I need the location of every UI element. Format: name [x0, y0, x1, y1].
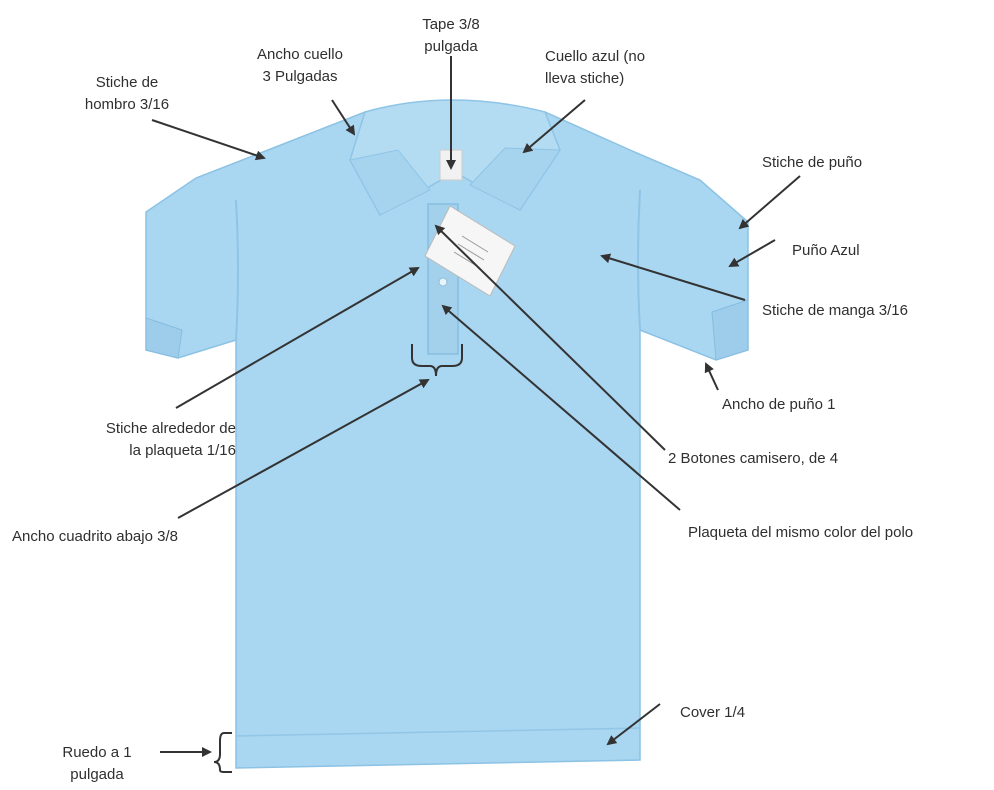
label-tape-line2: pulgada [424, 38, 478, 55]
label-stiche-hombro: Stiche de hombro 3/16 [62, 72, 192, 116]
label-stiche-manga-text: Stiche de manga 3/16 [762, 302, 908, 319]
arrow-puno-azul [728, 239, 776, 268]
label-stiche-hombro-line1: Stiche de [95, 74, 159, 91]
label-tape-line1: Tape 3/8 [422, 16, 480, 33]
hang-tag [424, 205, 516, 297]
label-stiche-hombro-line2: hombro 3/16 [84, 96, 170, 113]
arrow-stiche-hombro [151, 119, 266, 161]
label-botones-text: 2 Botones camisero, de 4 [668, 450, 839, 467]
label-ancho-puno: Ancho de puño 1 [722, 394, 835, 416]
label-stiche-puno-text: Stiche de puño [762, 154, 863, 171]
arrow-ancho-puno [704, 362, 719, 391]
label-cuello-azul-line2: lleva stiche) [545, 70, 625, 87]
plaqueta-brace [411, 344, 463, 377]
label-cover: Cover 1/4 [680, 702, 745, 724]
label-ruedo: Ruedo a 1 pulgada [42, 742, 152, 786]
pointer-arrows [151, 56, 801, 757]
right-cuff [711, 299, 749, 361]
label-ancho-cuello-line1: Ancho cuello [257, 46, 343, 63]
label-cuello-azul-line1: Cuello azul (no [545, 48, 646, 65]
label-tape: Tape 3/8 pulgada [396, 14, 506, 58]
label-ancho-cuadrito: Ancho cuadrito abajo 3/8 [12, 526, 178, 548]
arrow-plaqueta [441, 304, 681, 511]
label-stiche-manga: Stiche de manga 3/16 [762, 300, 908, 322]
left-cuff [145, 317, 183, 359]
label-ancho-cuadrito-text: Ancho cuadrito abajo 3/8 [12, 528, 178, 545]
right-sleeve-seam [637, 189, 641, 331]
label-puno-azul: Puño Azul [792, 240, 860, 262]
label-plaqueta: Plaqueta del mismo color del polo [688, 522, 913, 544]
label-cover-text: Cover 1/4 [680, 704, 746, 721]
arrow-ancho-cuello [331, 99, 356, 136]
label-ancho-cuello-line2: 3 Pulgadas [262, 68, 338, 85]
label-botones: 2 Botones camisero, de 4 [668, 448, 838, 470]
arrow-stiche-puno [738, 175, 801, 230]
button-2 [438, 277, 448, 287]
collar-left-point [349, 149, 431, 216]
arrow-cuello-azul [522, 99, 586, 154]
label-ruedo-line1: Ruedo a 1 [62, 744, 132, 761]
label-stiche-plaqueta-line2: la plaqueta 1/16 [129, 442, 236, 459]
arrow-stiche-plaqueta [175, 266, 420, 409]
label-ancho-cuello: Ancho cuello 3 Pulgadas [236, 44, 364, 88]
label-ancho-puno-text: Ancho de puño 1 [722, 396, 836, 413]
label-stiche-plaqueta-line1: Stiche alrededor de [105, 420, 236, 437]
label-ruedo-line2: pulgada [70, 766, 124, 783]
label-puno-azul-text: Puño Azul [792, 242, 860, 259]
label-plaqueta-text: Plaqueta del mismo color del polo [688, 524, 914, 541]
left-sleeve-seam [235, 199, 239, 341]
arrow-ancho-cuadrito [177, 379, 430, 519]
ruedo-brace [213, 732, 232, 773]
label-stiche-plaqueta: Stiche alrededor de la plaqueta 1/16 [40, 418, 236, 462]
arrow-stiche-manga [600, 253, 746, 301]
label-stiche-puno: Stiche de puño [762, 152, 862, 174]
label-cuello-azul: Cuello azul (no lleva stiche) [545, 46, 695, 90]
hem-line [235, 727, 641, 737]
arrow-botones [434, 224, 666, 451]
arrow-cover [606, 703, 661, 746]
